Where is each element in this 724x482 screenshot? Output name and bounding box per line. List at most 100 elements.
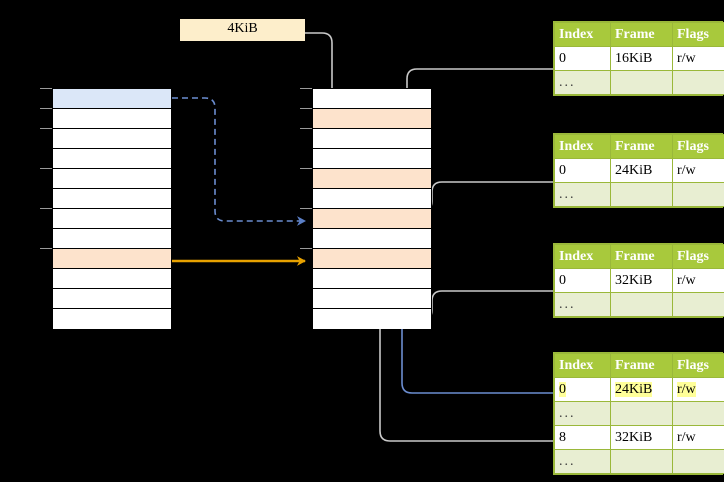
memory-row[interactable]	[53, 229, 171, 249]
cell-flags: r/w	[672, 377, 724, 402]
table-row[interactable]: 0 24KiB r/w	[554, 377, 724, 402]
row-tick-mark	[40, 248, 52, 249]
header-flags: Flags	[672, 22, 724, 47]
cell-flags	[672, 70, 724, 95]
cell-frame	[610, 449, 673, 474]
header-flags: Flags	[672, 244, 724, 269]
memory-row[interactable]	[313, 129, 431, 149]
memory-row[interactable]	[313, 169, 431, 189]
cell-flags: r/w	[672, 46, 724, 71]
row-tick-mark	[300, 248, 312, 249]
header-flags: Flags	[672, 134, 724, 159]
header-index: Index	[554, 134, 611, 159]
memory-row[interactable]	[53, 209, 171, 229]
cell-flags	[672, 401, 724, 426]
cell-flags: r/w	[672, 268, 724, 293]
cell-index: ...	[554, 182, 611, 207]
cell-frame	[610, 292, 673, 317]
cell-frame: 24KiB	[610, 158, 673, 183]
cell-flags: r/w	[672, 425, 724, 450]
row-tick-mark	[40, 108, 52, 109]
header-index: Index	[554, 244, 611, 269]
memory-row[interactable]	[313, 269, 431, 289]
table-row[interactable]: ...	[554, 182, 724, 207]
header-frame: Frame	[610, 244, 673, 269]
highlight-mark: 0	[559, 381, 566, 397]
memory-row[interactable]	[53, 149, 171, 169]
row-tick-mark	[300, 168, 312, 169]
cell-index: 0	[554, 46, 611, 71]
table-row[interactable]: ...	[554, 292, 724, 317]
memory-row[interactable]	[313, 229, 431, 249]
note-4kib: 4KiB	[180, 19, 305, 41]
cell-index: 0	[554, 377, 611, 402]
cell-flags	[672, 182, 724, 207]
cell-frame: 16KiB	[610, 46, 673, 71]
memory-row[interactable]	[53, 309, 171, 329]
memory-row[interactable]	[313, 249, 431, 269]
memory-row[interactable]	[53, 289, 171, 309]
left-memory-column	[52, 88, 172, 329]
memory-row[interactable]	[53, 169, 171, 189]
row-tick-mark	[300, 88, 312, 89]
cell-frame	[610, 182, 673, 207]
cell-flags: r/w	[672, 158, 724, 183]
highlight-mark: r/w	[677, 381, 696, 397]
row-tick-mark	[300, 108, 312, 109]
memory-row[interactable]	[53, 89, 171, 109]
highlight-mark: 24KiB	[615, 381, 653, 397]
cell-frame	[610, 401, 673, 426]
memory-row[interactable]	[313, 189, 431, 209]
memory-row[interactable]	[313, 209, 431, 229]
cell-index: ...	[554, 449, 611, 474]
table-row[interactable]: ...	[554, 70, 724, 95]
memory-row[interactable]	[53, 129, 171, 149]
cell-frame	[610, 70, 673, 95]
memory-row[interactable]	[313, 309, 431, 329]
cell-index: ...	[554, 292, 611, 317]
memory-row[interactable]	[313, 289, 431, 309]
cell-index: ...	[554, 70, 611, 95]
cell-frame: 32KiB	[610, 425, 673, 450]
cell-index: 8	[554, 425, 611, 450]
cell-index: 0	[554, 158, 611, 183]
memory-row[interactable]	[53, 189, 171, 209]
memory-row[interactable]	[53, 269, 171, 289]
table-row[interactable]: ...	[554, 401, 724, 426]
memory-row[interactable]	[313, 109, 431, 129]
wire-left-row0-to-middle-row6	[172, 97, 306, 226]
memory-row[interactable]	[53, 249, 171, 269]
table-row[interactable]: ...	[554, 449, 724, 474]
middle-memory-column	[312, 88, 432, 329]
cell-index: ...	[554, 401, 611, 426]
cell-flags	[672, 449, 724, 474]
memory-row[interactable]	[53, 109, 171, 129]
header-frame: Frame	[610, 134, 673, 159]
row-tick-mark	[300, 208, 312, 209]
memory-row[interactable]	[313, 89, 431, 109]
cell-index: 0	[554, 268, 611, 293]
row-tick-mark	[300, 128, 312, 129]
row-tick-mark	[40, 208, 52, 209]
header-index: Index	[554, 353, 611, 378]
cell-frame: 24KiB	[610, 377, 673, 402]
header-frame: Frame	[610, 353, 673, 378]
memory-row[interactable]	[313, 149, 431, 169]
